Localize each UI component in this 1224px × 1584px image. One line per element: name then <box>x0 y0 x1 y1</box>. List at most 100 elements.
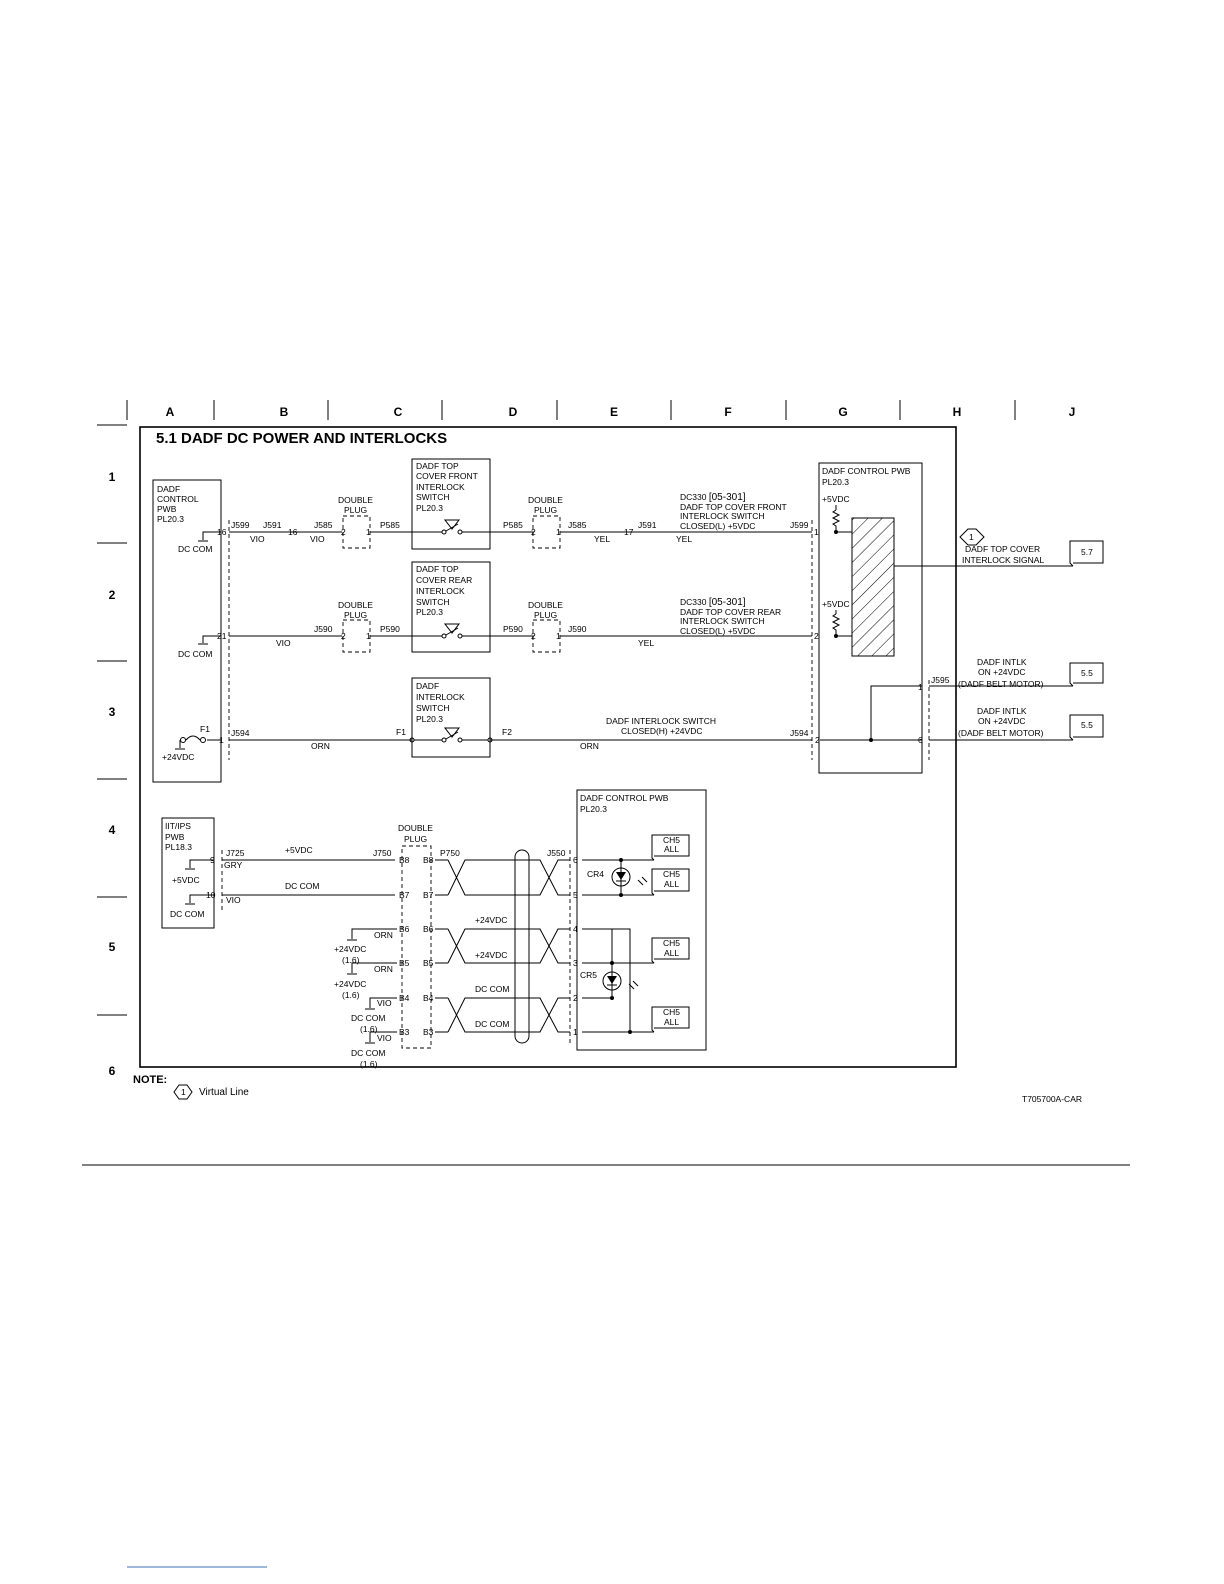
svg-text:F1: F1 <box>200 724 210 734</box>
svg-text:2: 2 <box>815 735 820 745</box>
conn-j599-left: J599 <box>231 520 250 530</box>
dc-com-ground-2: DC COM <box>178 635 221 659</box>
conn-j585: J585 <box>314 520 333 530</box>
svg-text:DADF INTLK: DADF INTLK <box>977 657 1027 667</box>
col-e: E <box>610 405 618 419</box>
svg-text:ORN: ORN <box>374 930 393 940</box>
svg-text:DC COM: DC COM <box>285 881 319 891</box>
svg-text:ALL: ALL <box>664 879 679 889</box>
svg-text:PL20.3: PL20.3 <box>822 477 849 487</box>
svg-text:+24VDC: +24VDC <box>475 915 507 925</box>
svg-text:2: 2 <box>341 631 346 641</box>
svg-text:J594: J594 <box>790 728 809 738</box>
svg-text:SWITCH: SWITCH <box>416 597 450 607</box>
svg-text:B7: B7 <box>399 890 410 900</box>
drawing-id: T705700A-CAR <box>1022 1094 1082 1104</box>
svg-text:B7: B7 <box>423 890 434 900</box>
svg-text:DC330 [05-301]: DC330 [05-301] <box>680 492 746 503</box>
conn-j591: J591 <box>263 520 282 530</box>
svg-text:DADF TOP COVER FRONT: DADF TOP COVER FRONT <box>680 502 787 512</box>
row-5: 5 <box>109 940 116 954</box>
dc330-rear-label: DC330 [05-301] DADF TOP COVER REAR INTER… <box>680 597 781 636</box>
svg-text:DC COM: DC COM <box>475 984 509 994</box>
svg-text:ALL: ALL <box>664 1017 679 1027</box>
svg-text:+5VDC: +5VDC <box>822 494 850 504</box>
pin-17a: 17 <box>624 527 634 537</box>
svg-text:+5VDC: +5VDC <box>172 875 200 885</box>
svg-text:DADF: DADF <box>157 484 180 494</box>
svg-text:B6: B6 <box>399 924 410 934</box>
svg-text:PLUG: PLUG <box>344 610 367 620</box>
svg-text:B8: B8 <box>399 855 410 865</box>
svg-text:J590: J590 <box>314 624 333 634</box>
svg-text:DOUBLE: DOUBLE <box>398 823 433 833</box>
svg-text:PLUG: PLUG <box>534 610 557 620</box>
svg-text:PLUG: PLUG <box>534 505 557 515</box>
svg-text:DADF TOP: DADF TOP <box>416 461 459 471</box>
svg-text:GRY: GRY <box>224 860 243 870</box>
wire-dadf-interlock: 1 J594 ORN F1 F2 ORN DADF INTERLOCK SWIT… <box>219 716 820 751</box>
svg-text:PLUG: PLUG <box>344 505 367 515</box>
svg-text:1: 1 <box>366 527 371 537</box>
svg-text:Virtual Line: Virtual Line <box>199 1087 249 1098</box>
svg-text:(1.6): (1.6) <box>342 990 360 1000</box>
svg-text:PWB: PWB <box>165 832 185 842</box>
svg-text:ORN: ORN <box>311 741 330 751</box>
svg-text:ALL: ALL <box>664 948 679 958</box>
svg-text:INTERLOCK SWITCH: INTERLOCK SWITCH <box>680 511 765 521</box>
svg-text:P590: P590 <box>380 624 400 634</box>
wire-vio-1: VIO <box>250 534 265 544</box>
svg-text:P750: P750 <box>440 848 460 858</box>
double-plug-3: DOUBLE PLUG 2 1 <box>338 600 373 653</box>
pin-16a: 16 <box>217 527 227 537</box>
svg-text:2: 2 <box>573 993 578 1003</box>
svg-text:(1.6): (1.6) <box>360 1024 378 1034</box>
svg-text:PL20.3: PL20.3 <box>416 714 443 724</box>
conn-j599-right: J599 <box>790 520 809 530</box>
pin-16b: 16 <box>288 527 298 537</box>
svg-text:DADF CONTROL PWB: DADF CONTROL PWB <box>580 793 669 803</box>
svg-text:+24VDC: +24VDC <box>162 752 194 762</box>
svg-text:+24VDC: +24VDC <box>334 979 366 989</box>
switch-dadf-interlock: DADF INTERLOCK SWITCH PL20.3 <box>409 677 493 758</box>
svg-text:1: 1 <box>366 631 371 641</box>
svg-text:(1.6): (1.6) <box>360 1059 378 1069</box>
bottom-wires: J725 GRY +5VDC DC COM VIO J750 <box>222 845 395 905</box>
svg-text:DOUBLE: DOUBLE <box>528 495 563 505</box>
svg-text:SWITCH: SWITCH <box>416 492 450 502</box>
col-j: J <box>1069 405 1076 419</box>
svg-text:1: 1 <box>219 735 224 745</box>
twisted-pairs: +24VDC +24VDC DC COM DC COM <box>435 849 570 1044</box>
svg-text:5.5: 5.5 <box>1081 720 1093 730</box>
svg-text:P590: P590 <box>503 624 523 634</box>
svg-text:DADF TOP: DADF TOP <box>416 564 459 574</box>
svg-text:4: 4 <box>573 924 578 934</box>
svg-text:PLUG: PLUG <box>404 834 427 844</box>
svg-text:ON +24VDC: ON +24VDC <box>978 667 1025 677</box>
svg-text:COVER REAR: COVER REAR <box>416 575 472 585</box>
output-top-cover-signal: 1 DADF TOP COVER INTERLOCK SIGNAL <box>959 528 1044 565</box>
bottom-grounds: ORN +24VDC (1.6) ORN +24VDC (1.6) VIO DC… <box>334 928 397 1069</box>
svg-text:J750: J750 <box>373 848 392 858</box>
row-1: 1 <box>109 470 116 484</box>
conn-p585-left: P585 <box>380 520 400 530</box>
svg-text:DADF TOP COVER: DADF TOP COVER <box>965 544 1040 554</box>
svg-text:CR5: CR5 <box>580 970 597 980</box>
svg-text:DC COM: DC COM <box>351 1013 385 1023</box>
svg-text:CLOSED(H) +24VDC: CLOSED(H) +24VDC <box>621 726 702 736</box>
iit-ips-pwb: IIT/IPS PWB PL18.3 9 10 +5VDC DC COM <box>161 817 223 929</box>
svg-text:+5VDC: +5VDC <box>822 599 850 609</box>
svg-text:B4: B4 <box>399 993 410 1003</box>
svg-text:PL20.3: PL20.3 <box>416 503 443 513</box>
svg-text:J594: J594 <box>231 728 250 738</box>
switch-front-interlock: DADF TOP COVER FRONT INTERLOCK SWITCH PL… <box>411 458 491 550</box>
wire-front-interlock: 16 J599 J591 16 J585 VIO VIO P585 P585 J… <box>217 520 824 544</box>
control-pwb-right: DADF CONTROL PWB PL20.3 +5VDC +5VDC 1 6 <box>811 462 1073 774</box>
svg-text:B4: B4 <box>423 993 434 1003</box>
svg-text:B3: B3 <box>399 1027 410 1037</box>
svg-text:B6: B6 <box>423 924 434 934</box>
row-3: 3 <box>109 705 116 719</box>
diagram-title: 5.1 DADF DC POWER AND INTERLOCKS <box>156 430 447 447</box>
svg-text:2: 2 <box>531 631 536 641</box>
svg-text:PL20.3: PL20.3 <box>416 607 443 617</box>
